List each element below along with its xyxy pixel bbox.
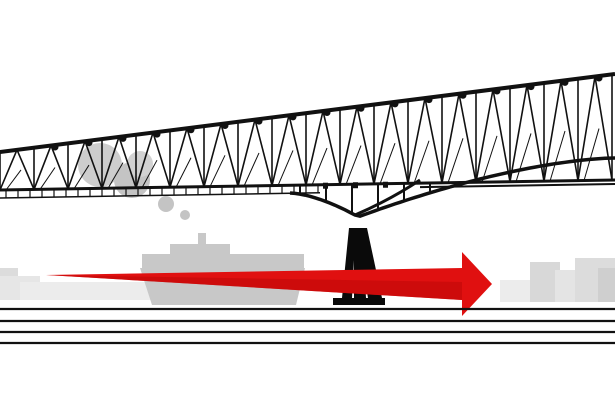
ship-path-arrow xyxy=(46,252,492,316)
truss-bridge xyxy=(0,72,615,219)
cargo-ship xyxy=(140,233,305,305)
waterline xyxy=(0,307,615,345)
skyline-right xyxy=(500,258,615,302)
